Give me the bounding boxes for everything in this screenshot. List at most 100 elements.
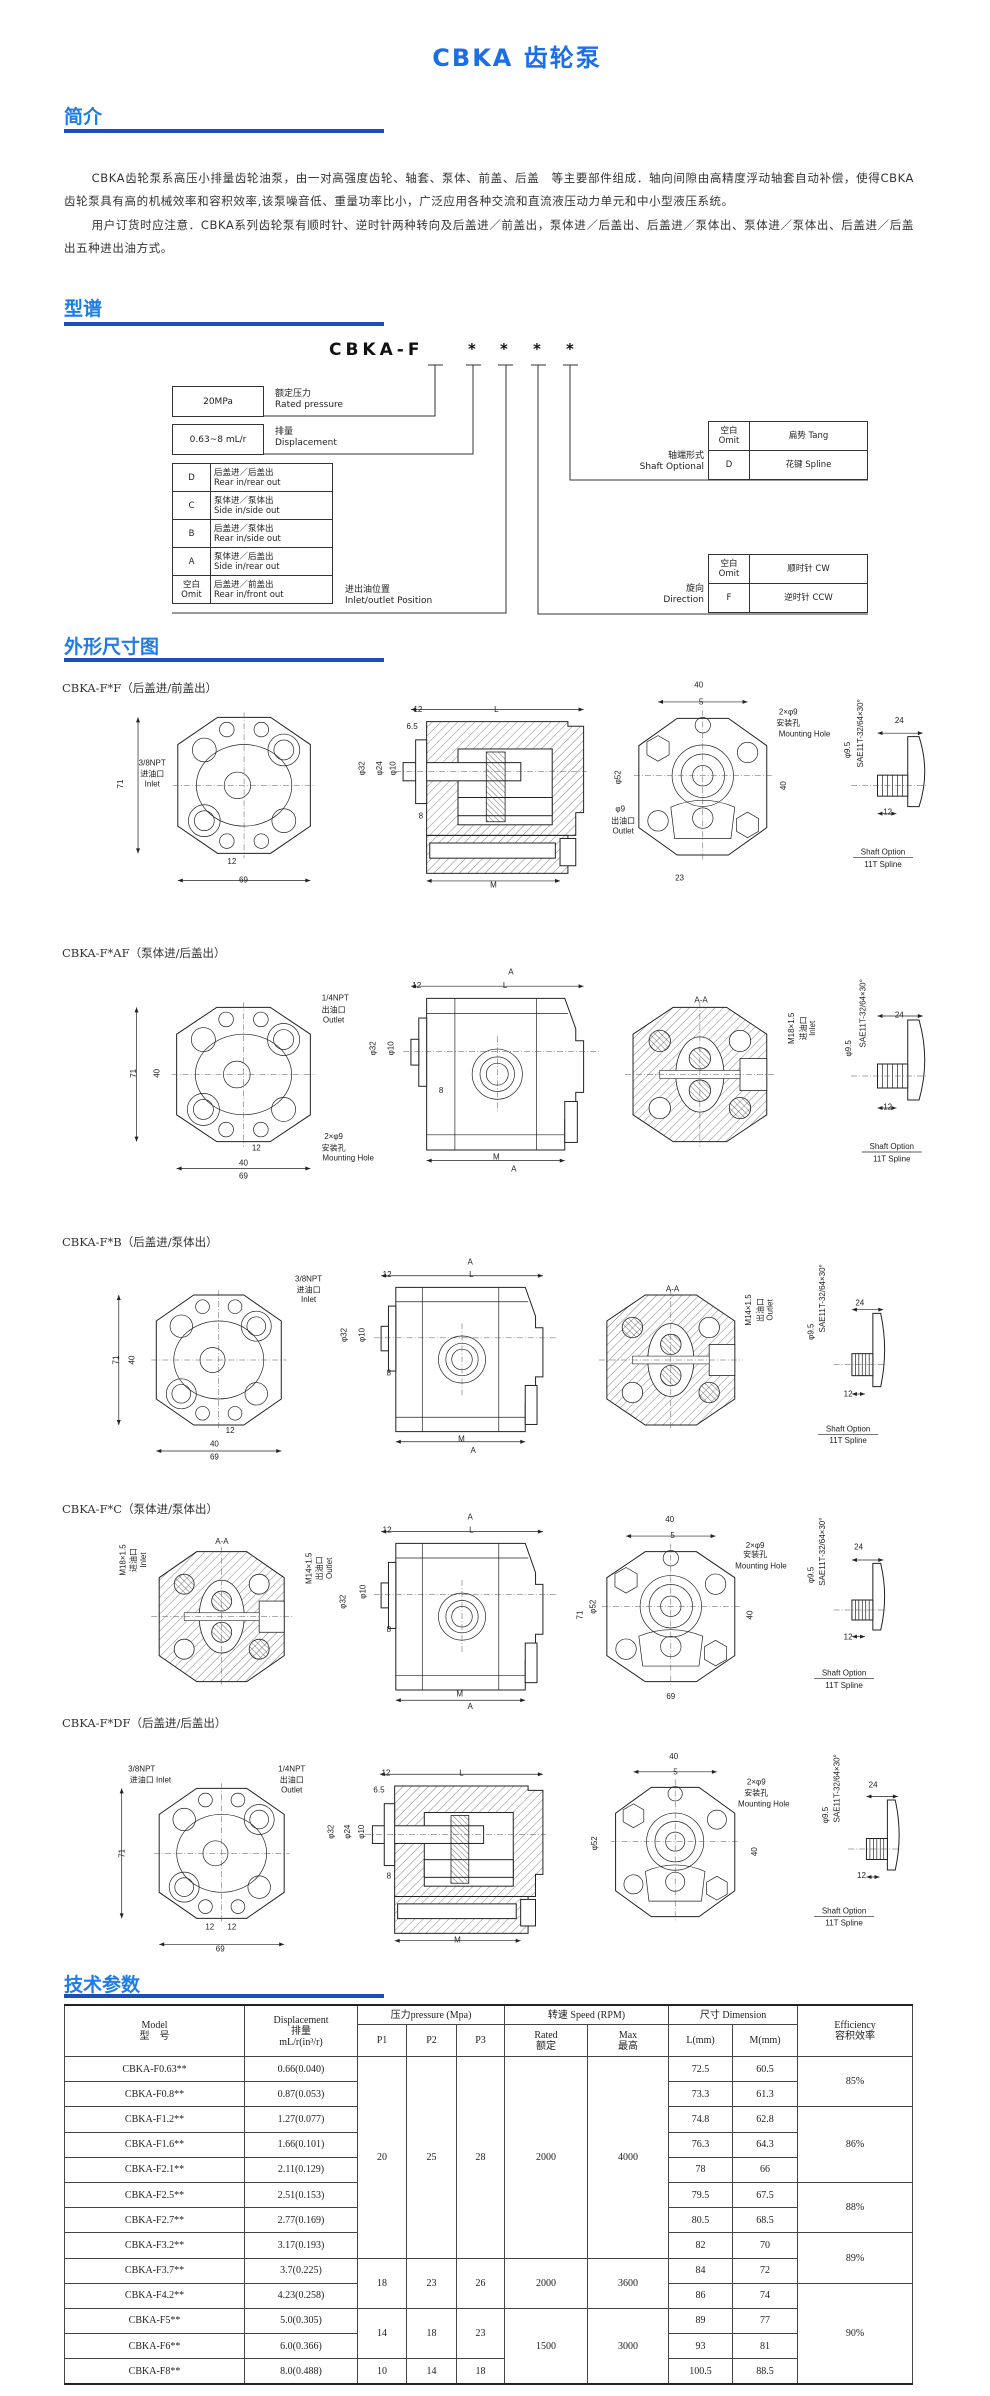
cell-dim-l: 84 xyxy=(668,2257,734,2284)
dimension-label: M xyxy=(456,1689,463,1698)
dimension-label: 12 xyxy=(883,808,892,817)
heading-rule xyxy=(64,1994,384,1998)
shaft-stub xyxy=(380,1582,389,1609)
code-text: 空白 xyxy=(720,559,738,569)
bolt-icon xyxy=(728,1096,752,1120)
dimension-label: 12 xyxy=(844,1389,853,1398)
cell-dim-l: 78 xyxy=(668,2156,734,2183)
dimension-label: Mounting Hole xyxy=(779,729,831,738)
cell-pressure-p1: 14 xyxy=(357,2307,407,2360)
option-cn: 泵体进／泵体出 xyxy=(214,495,274,506)
hole-icon xyxy=(190,1027,216,1052)
hole-icon xyxy=(253,721,269,738)
bolt-icon xyxy=(173,1573,195,1595)
label-en: Rated pressure xyxy=(275,400,344,410)
label-cn: 进出油位置 xyxy=(345,585,391,595)
dimension-label: 23 xyxy=(675,874,684,883)
hex-nut-icon xyxy=(559,837,577,867)
cell-model: CBKA-F1.2** xyxy=(64,2106,245,2133)
dimension-label: 40 xyxy=(127,1355,136,1364)
label-cn: 旋向 xyxy=(685,584,704,594)
shaft-flange xyxy=(872,1312,886,1388)
option-text: 扁势 Tang xyxy=(788,431,829,441)
code-leader-lines xyxy=(172,364,868,615)
dimension-label: A xyxy=(468,1513,474,1522)
hole-icon xyxy=(247,1875,271,1899)
hole-icon xyxy=(198,1899,213,1914)
hole-icon xyxy=(623,1874,644,1895)
dimension-label: 40 xyxy=(665,1515,674,1524)
cell-model: CBKA-F2.5** xyxy=(64,2181,245,2209)
arrow-icon xyxy=(877,731,923,736)
header-dimension: 尺寸 Dimension xyxy=(668,2004,799,2025)
dimension-label: A xyxy=(470,1446,476,1455)
header-text: 排量 xyxy=(291,2025,311,2037)
cell-displacement: 5.0(0.305) xyxy=(244,2307,358,2335)
hole-icon xyxy=(248,1573,270,1595)
dimension-label: Inlet xyxy=(808,1020,817,1036)
section-heading-specs: 技术参数 xyxy=(64,1974,141,1996)
dimension-label: 40 xyxy=(779,781,788,790)
cell-speed-max: 4000 xyxy=(587,2056,670,2259)
cell-pressure-p3: 28 xyxy=(455,2056,506,2259)
cell-pressure-p2: 25 xyxy=(406,2056,457,2259)
dimension-label: 71 xyxy=(129,1068,138,1077)
option-cn: 泵体进／后盖出 xyxy=(214,551,274,562)
hole-icon xyxy=(230,1792,246,1808)
dimension-label: 11T Spline xyxy=(825,1919,863,1928)
hole-icon xyxy=(728,1029,752,1053)
dimension-label: Outlet xyxy=(323,1015,345,1024)
dimension-label: 40 xyxy=(669,1752,678,1761)
cell-dim-m: 74 xyxy=(732,2282,799,2309)
dimension-label: 5 xyxy=(673,1768,678,1777)
dimension-label: 24 xyxy=(895,1010,904,1019)
dimension-label: 12 xyxy=(226,1426,235,1435)
dimension-label: M14×1.5 xyxy=(744,1294,753,1326)
code-text: A xyxy=(188,556,195,567)
arrow-icon xyxy=(877,811,897,816)
cell-dim-m: 64.3 xyxy=(732,2131,799,2158)
intro-paragraph: 用户订货时应注意．CBKA系列齿轮泵有顺时针、逆时针两种转向及后盖进／前盖出，泵… xyxy=(64,218,914,255)
hole-icon xyxy=(219,721,235,738)
dimension-label: 11T Spline xyxy=(829,1436,867,1445)
hole-icon xyxy=(165,1378,197,1410)
code-placeholder: * xyxy=(468,340,476,358)
cell-speed-rated: 2000 xyxy=(504,2257,589,2309)
heading-rule xyxy=(64,322,384,326)
model-code-prefix: CBKA-F xyxy=(329,340,424,360)
hole-icon xyxy=(244,1382,268,1406)
dimension-label: φ10 xyxy=(359,1584,368,1599)
cell-dim-m: 88.5 xyxy=(732,2358,799,2385)
header-text: mL/r(in³/r) xyxy=(279,2036,323,2048)
header-text: Rated xyxy=(534,2029,558,2041)
drawing-title: CBKA-F*B（后盖进/泵体出） xyxy=(62,1235,218,1249)
hole-icon xyxy=(198,1792,213,1808)
hex-nut-icon xyxy=(524,1642,538,1684)
dimension-label: 12 xyxy=(383,1270,392,1279)
shaft-flange xyxy=(872,1562,886,1631)
drawing-title: CBKA-F*DF（后盖进/后盖出） xyxy=(62,1716,227,1730)
option-en: Rear in/side out xyxy=(214,533,281,544)
hole-icon xyxy=(168,1871,200,1903)
dimension-label: Outlet xyxy=(281,1785,303,1794)
dimension-label: A xyxy=(468,1258,474,1267)
dimension-label: 40 xyxy=(750,1847,759,1856)
arrow-icon xyxy=(877,1014,923,1018)
section-heading-intro: 简介 xyxy=(64,106,103,128)
hole-icon xyxy=(195,1406,210,1421)
code-text: B xyxy=(188,528,195,539)
cell-pressure-p3: 18 xyxy=(455,2358,506,2385)
cell-pressure-p2: 14 xyxy=(406,2358,457,2385)
cell-model: CBKA-F1.6** xyxy=(64,2131,245,2158)
intro-text: CBKA齿轮泵系高压小排量齿轮油泵，由一对高强度齿轮、轴套、泵体、前盖、后盖 等… xyxy=(64,167,914,260)
bolt-icon xyxy=(429,842,556,859)
cell-dim-m: 70 xyxy=(732,2232,799,2259)
